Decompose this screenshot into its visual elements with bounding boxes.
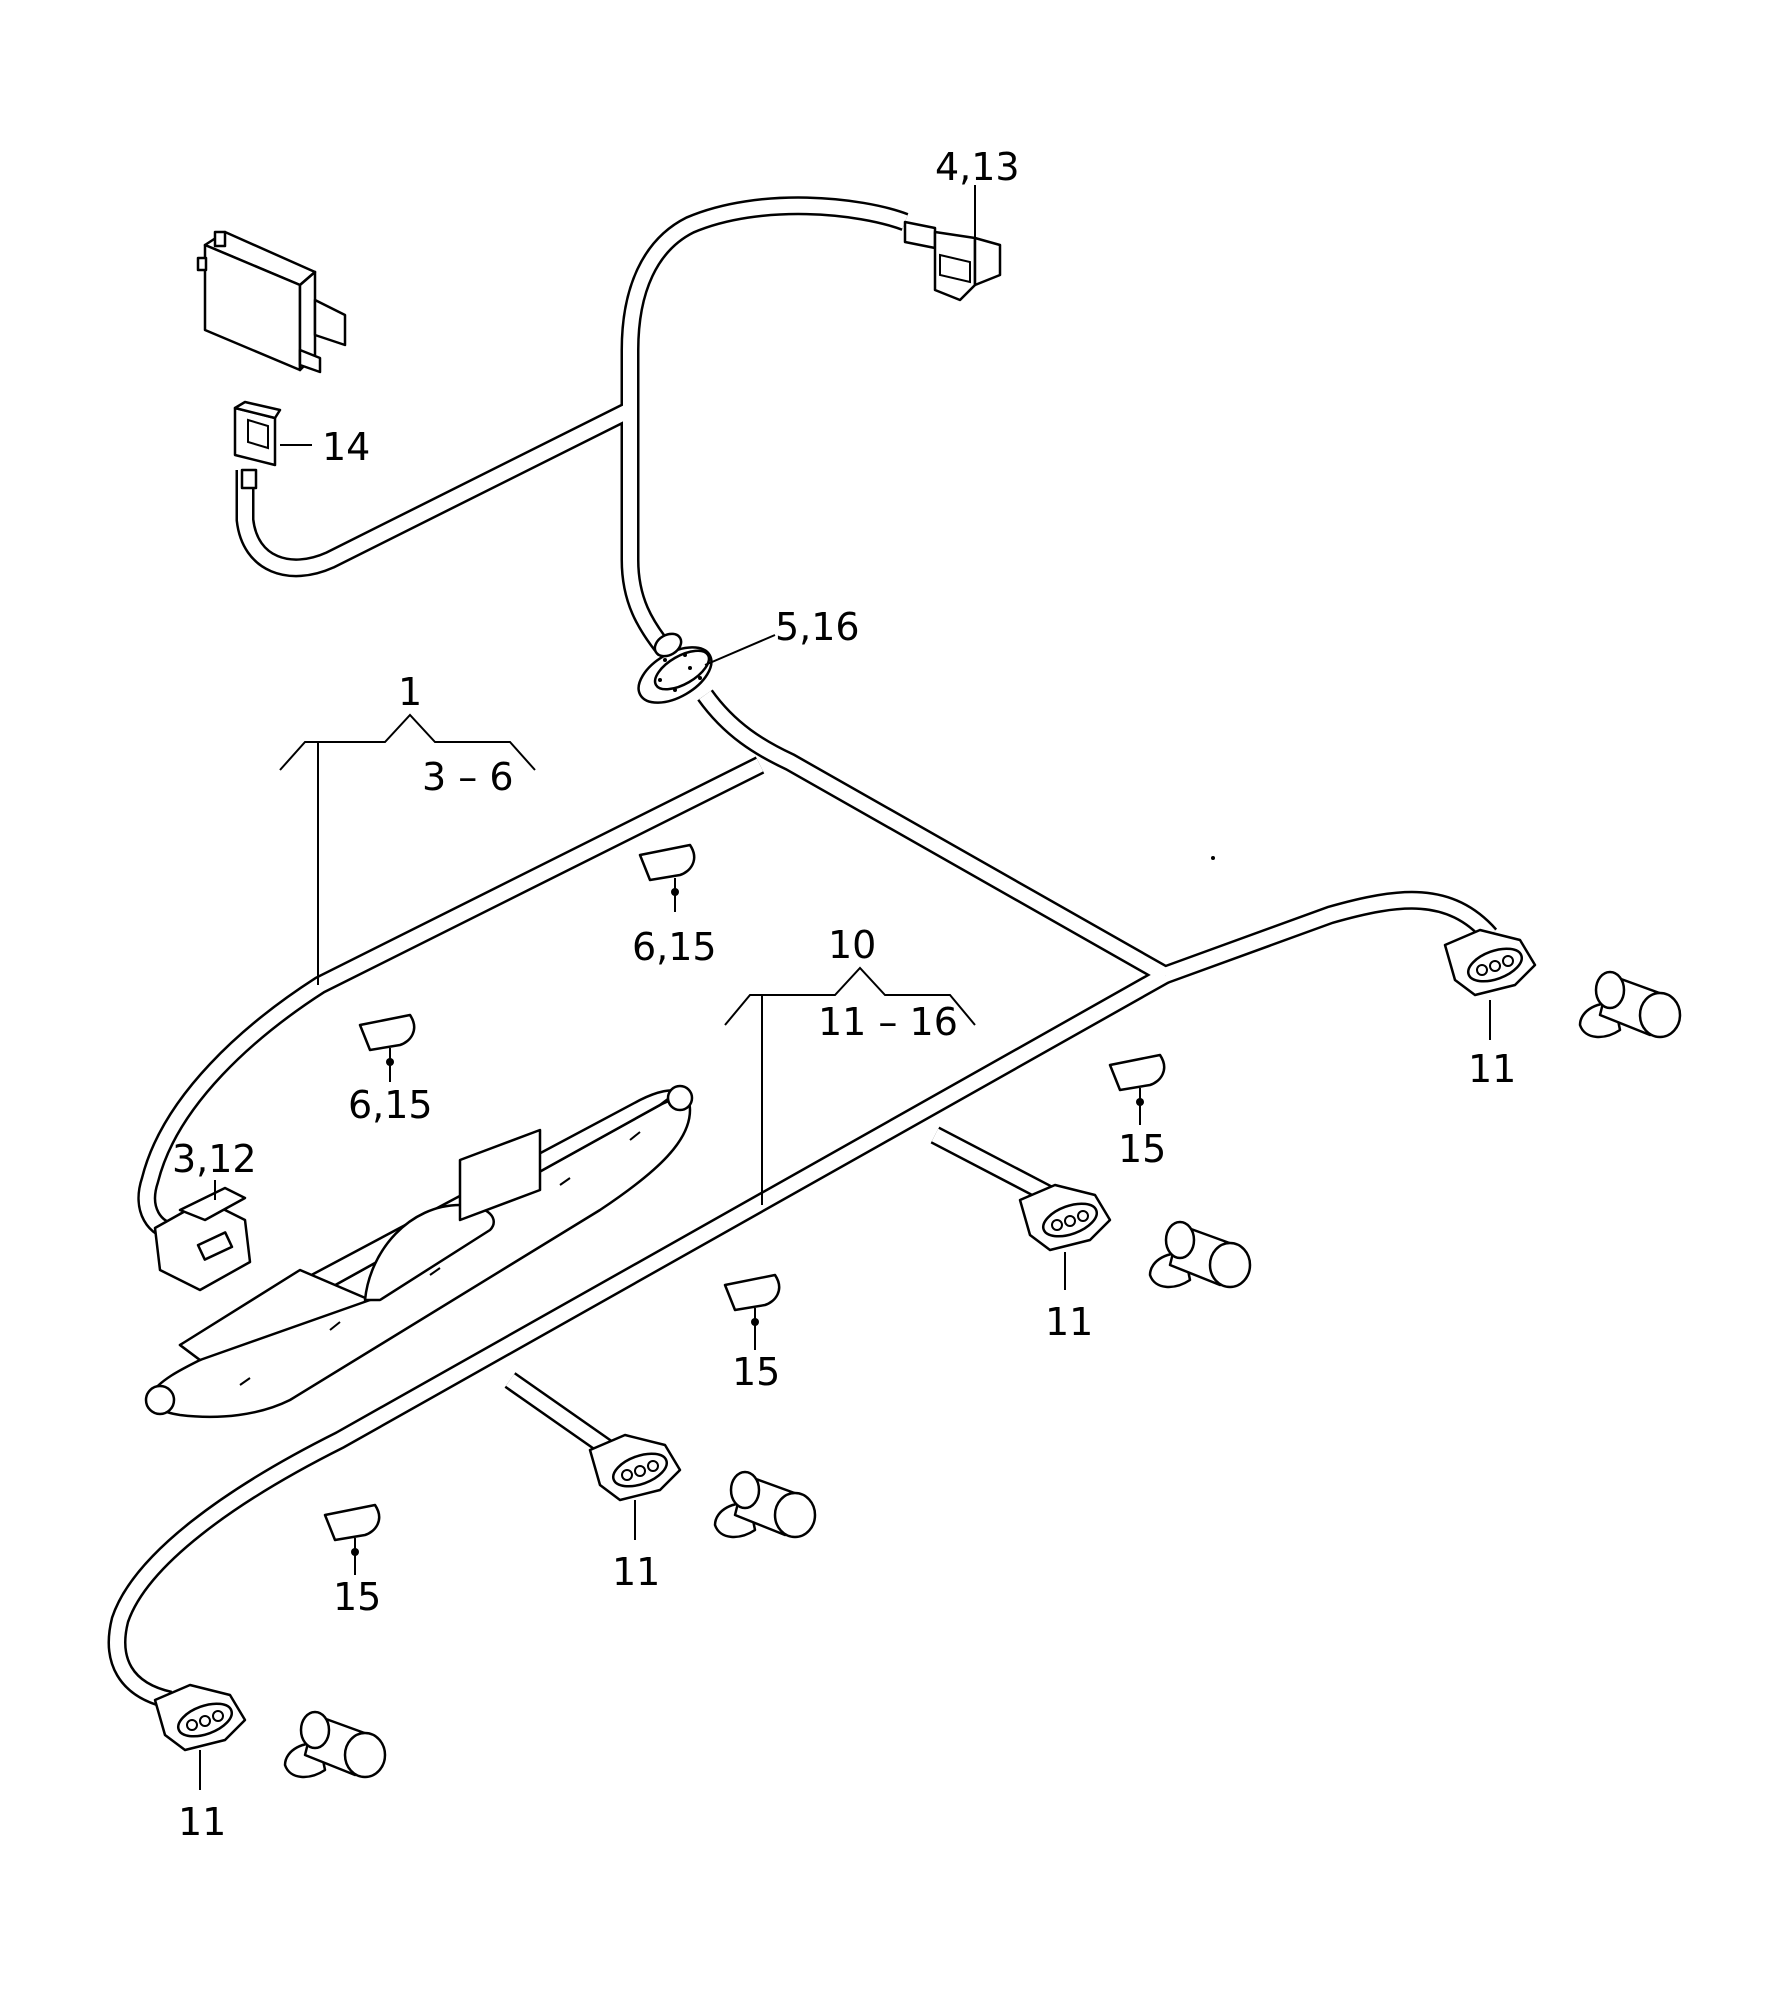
callout-11-left: 11 [178,1800,226,1844]
callout-3-12: 3,12 [172,1137,257,1181]
grommet-5-16-icon [637,632,713,704]
tape-clip-3-icon [1108,1053,1166,1106]
tape-clip-icons [323,843,1166,1556]
callout-11-lower: 11 [612,1550,660,1594]
callout-14: 14 [322,425,370,469]
callout-11-mid: 11 [1045,1300,1093,1344]
parking-sensor-right-icon [1578,970,1682,1039]
connector-3-12-icon [153,1186,252,1292]
callout-labels: 4,13 14 5,16 1 3 – 6 6,15 6,15 3,12 10 1… [172,145,1516,1844]
leader-lines [199,185,1491,1790]
parking-sensor-lower-icon [713,1470,817,1539]
wire-harness [107,196,1498,1710]
tape-clip-5-icon [323,1503,381,1556]
callout-11-16: 11 – 16 [818,1000,958,1044]
connector-4-13-icon [903,220,1002,302]
sensor-bracket-icon [144,1084,694,1419]
callout-5-16: 5,16 [775,605,860,649]
scan-speck [1211,856,1215,860]
callout-15-right: 15 [1118,1127,1166,1171]
sensor-connector-left-icon [153,1683,247,1752]
callout-6-15-lower: 6,15 [348,1083,433,1127]
sensor-connector-lower-icon [588,1433,682,1502]
tape-clip-2-icon [358,1013,416,1066]
parking-sensor-left-icon [283,1710,387,1779]
control-unit-icon [196,230,347,374]
callout-1: 1 [398,670,422,714]
callout-11-right: 11 [1468,1047,1516,1091]
tape-clip-1-icon [638,843,696,896]
sensor-connector-mid-icon [1018,1183,1112,1252]
callout-15-mid: 15 [732,1350,780,1394]
tape-clip-4-icon [723,1273,781,1326]
callout-6-15-upper: 6,15 [632,925,717,969]
parking-sensor-mid-icon [1148,1220,1252,1289]
callout-15-lower: 15 [333,1575,381,1619]
connector-14-icon [233,400,282,490]
sensor-connector-right-icon [1443,928,1537,997]
callout-3-6: 3 – 6 [422,755,514,799]
callout-4-13: 4,13 [935,145,1020,189]
callout-10: 10 [828,923,876,967]
